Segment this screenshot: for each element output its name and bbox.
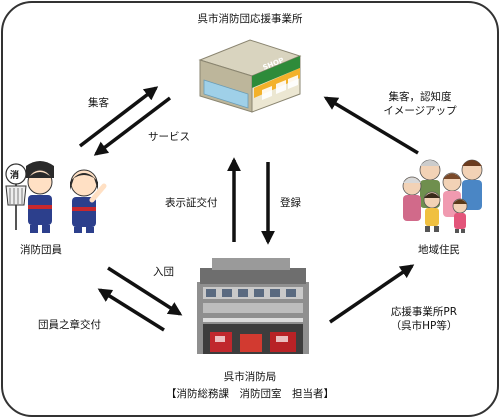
residents-title: 地域住民 xyxy=(418,244,460,256)
arrow-members-to-hq xyxy=(107,266,183,316)
hq-subtitle: 【消防総務課 消防団室 担当者】 xyxy=(166,388,334,400)
arrow-residents-to-office xyxy=(323,96,419,155)
arrow-hq-to-residents xyxy=(329,264,415,324)
members-title: 消防団員 xyxy=(20,244,62,256)
firefighter-badge: 消 xyxy=(10,169,19,181)
fire-hq-building-illustration xyxy=(197,258,309,354)
edge-label-office-to-members: サービス xyxy=(148,131,190,143)
arrow-hq-to-members xyxy=(97,288,165,332)
edge-label-office-to-residents-line1: 集客，認知度 xyxy=(388,91,452,103)
edge-label-hq-to-residents-line1: 応援事業所PR xyxy=(390,306,458,318)
edge-label-members-to-hq: 入団 xyxy=(153,266,174,278)
edge-label-hq-to-residents-line2: （呉市HP等） xyxy=(390,320,458,332)
office-shop-illustration xyxy=(198,39,302,113)
arrow-office-to-members xyxy=(93,96,172,156)
residents-illustration xyxy=(402,159,483,233)
edge-label-hq-to-members: 団員之章交付 xyxy=(38,319,101,331)
edge-label-office-to-hq: 登録 xyxy=(280,197,301,209)
office-title: 呉市消防団応援事業所 xyxy=(197,13,303,25)
edge-label-hq-to-office: 表示証交付 xyxy=(165,197,218,209)
edge-label-members-to-office: 集客 xyxy=(88,97,109,109)
arrow-members-to-office xyxy=(78,86,159,148)
edge-label-office-to-residents-line2: イメージアップ xyxy=(383,105,457,117)
firefighters-illustration xyxy=(5,161,107,233)
hq-title: 呉市消防局 xyxy=(223,371,277,383)
